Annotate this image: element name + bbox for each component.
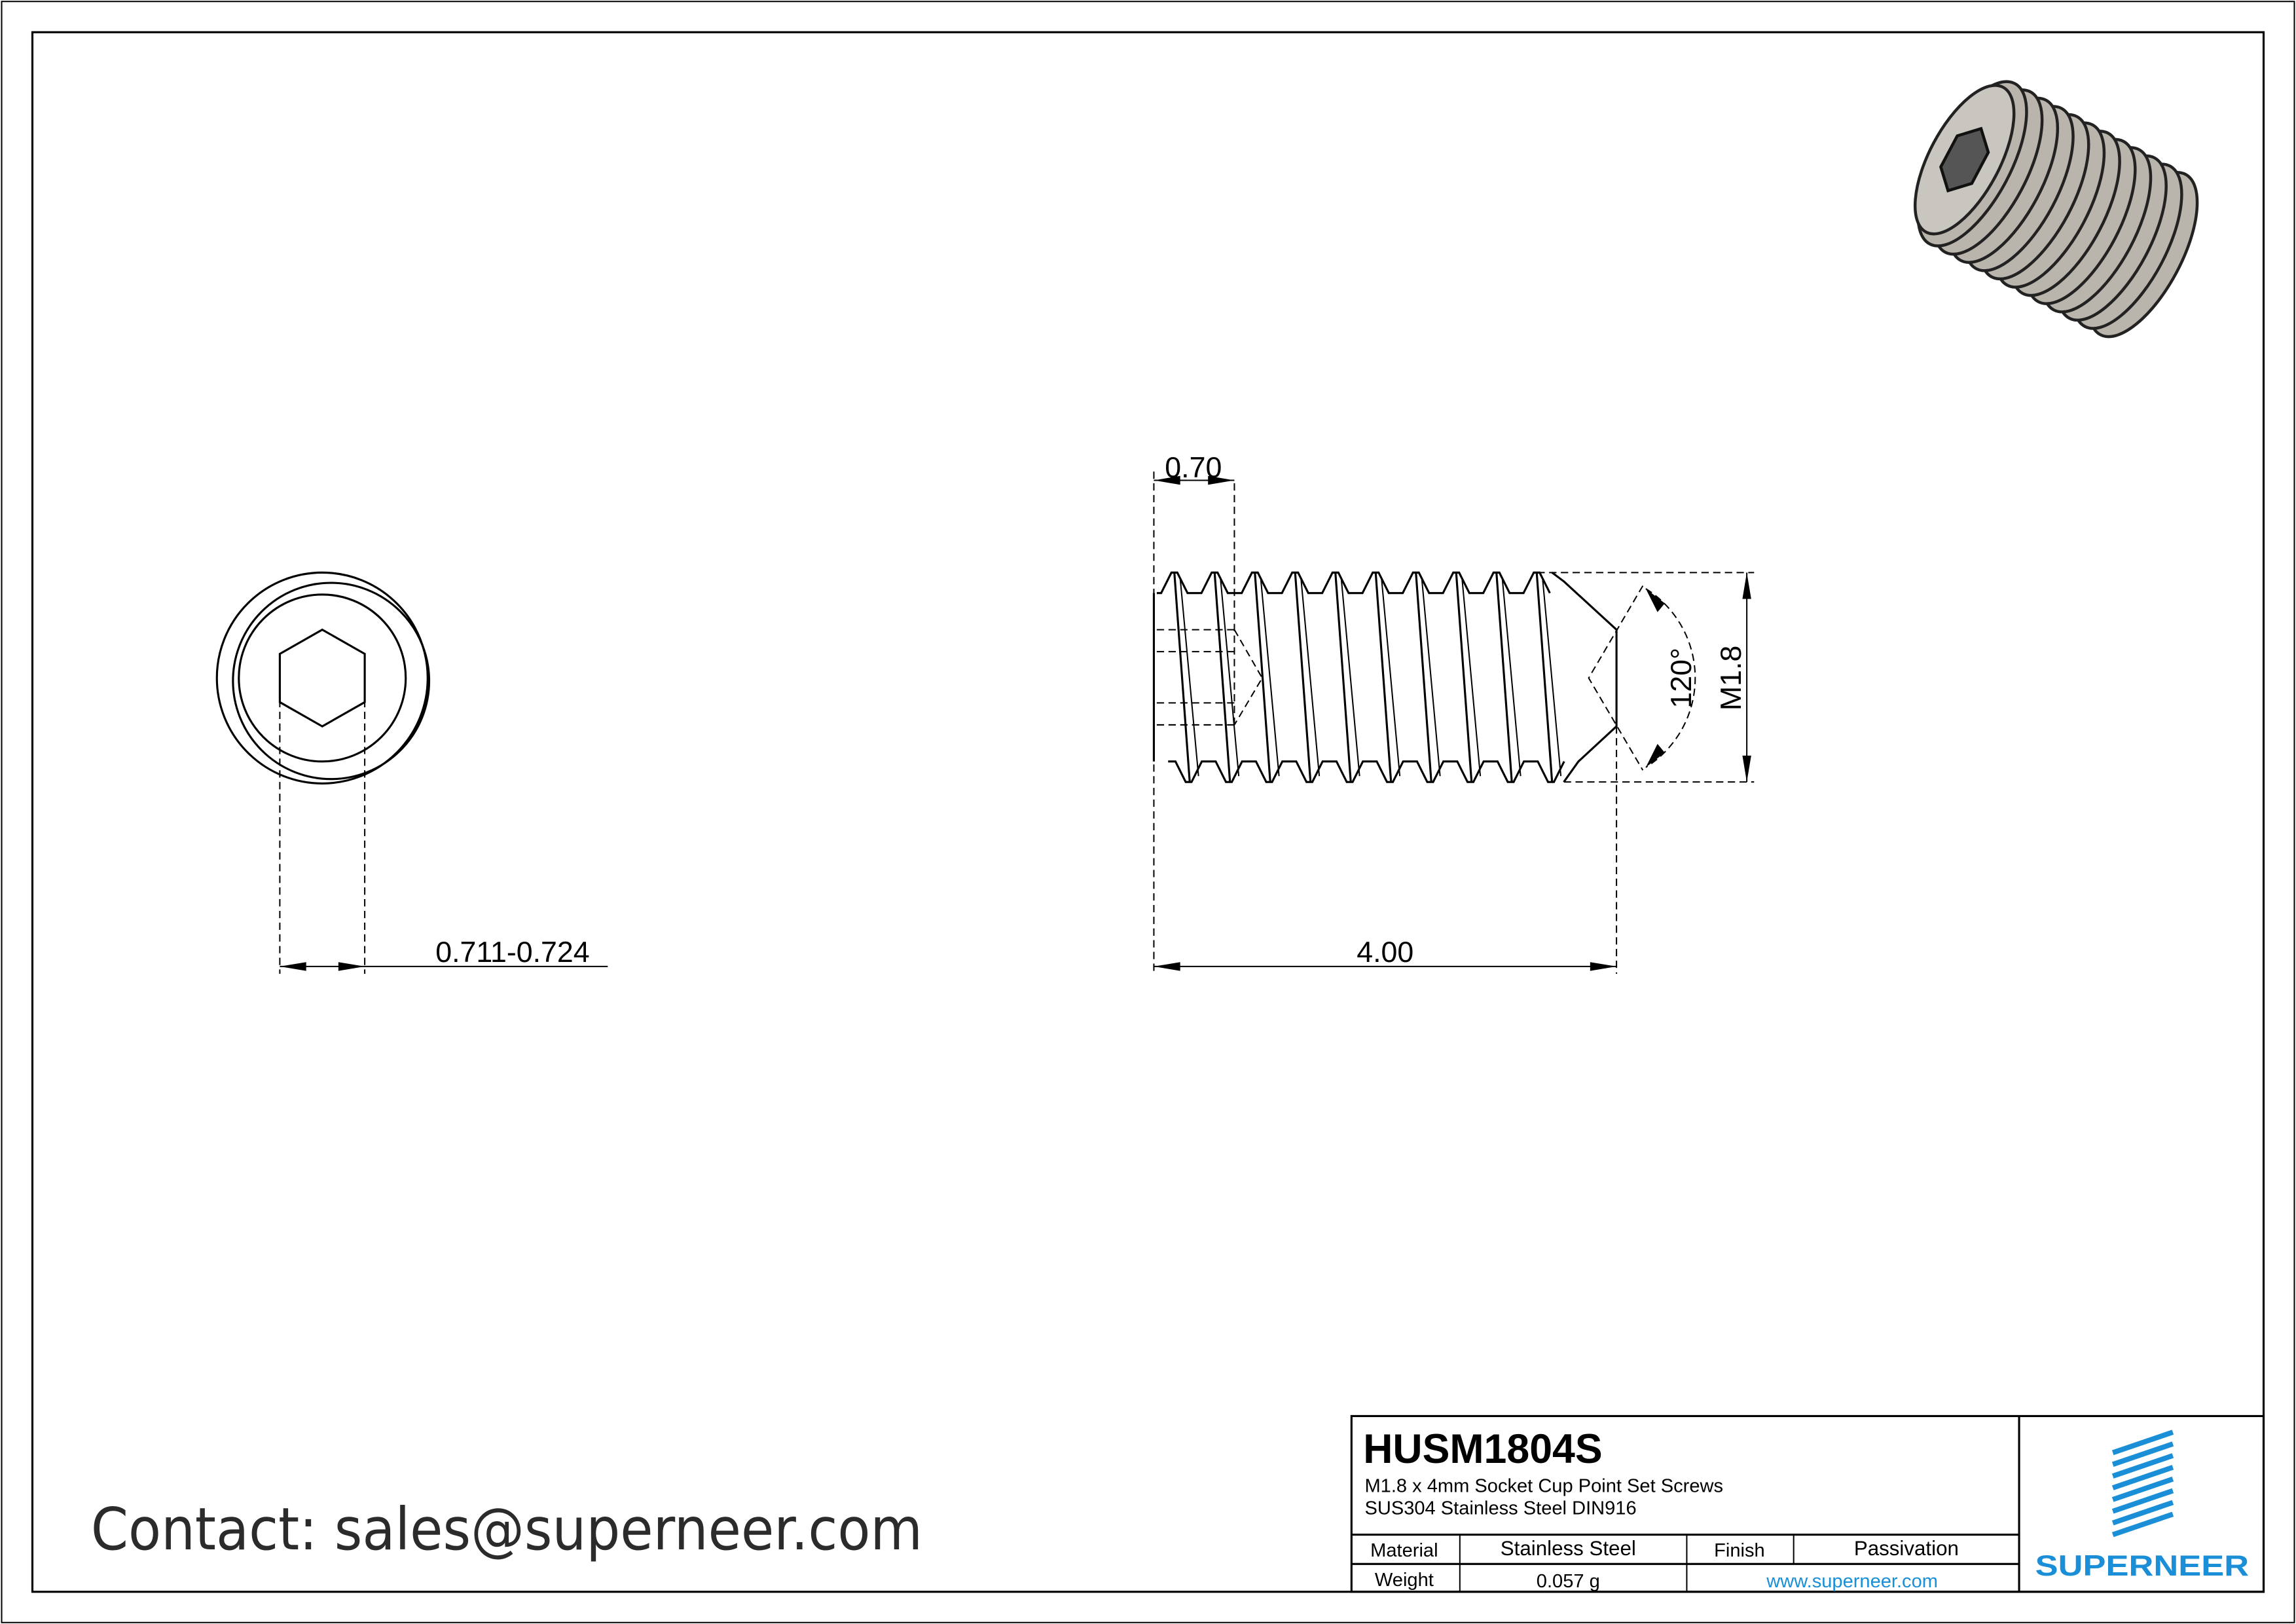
- screw-body: [1913, 80, 2199, 339]
- part-number: HUSM1804S: [1363, 1426, 1602, 1472]
- contact-text: Contact: sales@superneer.com: [91, 1496, 922, 1564]
- angle-dimension: 120°: [1666, 648, 1698, 708]
- thread-bottom-profile: [1168, 760, 1565, 783]
- description-line2: SUS304 Stainless Steel DIN916: [1364, 1498, 1636, 1519]
- finish-label: Finish: [1714, 1540, 1765, 1561]
- thread-top-profile: [1156, 571, 1551, 595]
- thread-helix-line: [1421, 578, 1441, 777]
- inner-border: [31, 31, 2265, 1593]
- thread-helix-line: [1415, 572, 1432, 783]
- material-value: Stainless Steel: [1501, 1537, 1636, 1560]
- logo-stripe: [2111, 1511, 2174, 1538]
- weight-value: 0.057 g: [1537, 1571, 1600, 1592]
- thread-helix-line: [1455, 572, 1473, 783]
- title-block: HUSM1804S M1.8 x 4mm Socket Cup Point Se…: [1350, 1414, 2265, 1593]
- thread-helix-line: [1495, 572, 1513, 783]
- thread-helix-line: [1501, 578, 1522, 777]
- logo-stripe: [2111, 1453, 2174, 1479]
- thread-helix-line: [1300, 578, 1321, 777]
- side-view: 0.70 4.00 M1.8 120°: [1152, 452, 1755, 974]
- finish-value: Passivation: [1854, 1537, 1959, 1560]
- hex-socket-icon: [1939, 126, 1990, 193]
- description-line1: M1.8 x 4mm Socket Cup Point Set Screws: [1364, 1476, 1723, 1497]
- end-view: 0.711-0.724: [215, 571, 608, 974]
- screw-3d-render: [1913, 80, 2199, 339]
- material-label: Material: [1370, 1540, 1438, 1561]
- thread-helix-line: [1294, 572, 1312, 783]
- logo-stripe: [2111, 1488, 2174, 1514]
- thread-helix-line: [1254, 572, 1271, 783]
- thread-helix-line: [1542, 578, 1562, 777]
- logo-stripe: [2111, 1500, 2174, 1526]
- hex-dimension: 0.711-0.724: [435, 936, 589, 969]
- thread-helix-line: [1535, 572, 1554, 783]
- weight-label: Weight: [1375, 1570, 1434, 1591]
- logo-text: SUPERNEER: [2035, 1550, 2249, 1582]
- logo-stripe: [2111, 1430, 2174, 1456]
- thread-helix-line: [1340, 578, 1360, 777]
- thread-helix-line: [1173, 572, 1191, 783]
- logo-stripe: [2111, 1476, 2174, 1502]
- thread-dimension: M1.8: [1715, 646, 1747, 710]
- socket-depth-dimension: 0.70: [1165, 452, 1222, 484]
- logo-stripe: [2111, 1441, 2174, 1467]
- thread-helix-line: [1381, 578, 1401, 777]
- thread-helix-line: [1374, 572, 1393, 783]
- thread-helix-line: [1461, 578, 1482, 777]
- logo-stripe: [2111, 1465, 2174, 1490]
- hex-socket: [278, 628, 366, 728]
- thread-helix-line: [1179, 578, 1199, 777]
- thread-helix-line: [1260, 578, 1280, 777]
- website-link[interactable]: www.superneer.com: [1766, 1571, 1938, 1592]
- thread-helix-line: [1334, 572, 1352, 783]
- superneer-logo-icon: [2111, 1430, 2174, 1538]
- length-dimension: 4.00: [1357, 936, 1413, 969]
- thread-helix-line: [1220, 578, 1240, 777]
- thread-helix-line: [1213, 572, 1231, 783]
